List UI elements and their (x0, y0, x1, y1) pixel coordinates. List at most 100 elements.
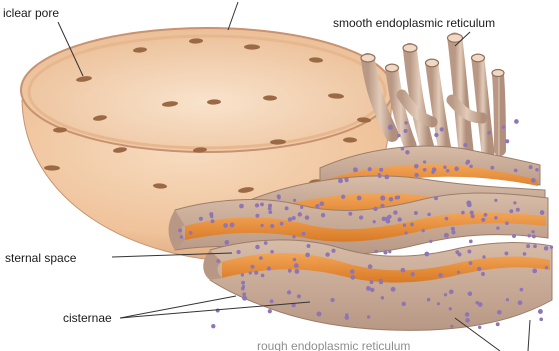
ribosome (210, 215, 213, 218)
ribosome (449, 289, 454, 294)
ribosome (504, 251, 508, 255)
ribosome (315, 204, 319, 208)
ribosome (317, 312, 322, 317)
ribosome (367, 315, 370, 318)
ribosome (467, 202, 472, 207)
ribosome (496, 226, 499, 229)
ribosome (241, 281, 245, 285)
ribosome (438, 273, 443, 278)
ribosome (531, 178, 536, 183)
ribosome (254, 271, 258, 275)
ribosome (470, 211, 474, 215)
ribosome (384, 175, 389, 180)
ribosome (424, 252, 429, 257)
ribosome (490, 166, 494, 170)
ribosome (538, 309, 543, 314)
ribosome (497, 310, 502, 315)
ribosome (446, 169, 450, 173)
ribosome (401, 302, 405, 306)
ribosome (359, 215, 363, 219)
label-smooth-er: smooth endoplasmic reticulum (333, 16, 495, 30)
ribosome (516, 208, 520, 212)
ribosome (414, 164, 419, 169)
ribosome (401, 268, 406, 273)
ribosome (386, 219, 391, 224)
ribosome (423, 160, 426, 163)
ribosome (533, 244, 537, 248)
ribosome (434, 196, 438, 200)
ribosome (478, 302, 483, 307)
ribosome (531, 230, 534, 233)
ribosome (297, 294, 301, 298)
ribosome (330, 298, 334, 302)
ribosome (454, 167, 459, 172)
ribosome (487, 131, 491, 135)
ribosome (382, 217, 387, 222)
ribosome (373, 220, 376, 223)
ribosome (532, 269, 537, 274)
ribosome (432, 167, 437, 172)
ribosome (463, 143, 467, 147)
ribosome (469, 240, 473, 244)
ribosome (338, 178, 343, 183)
ribosome (294, 263, 299, 268)
ribosome (374, 250, 377, 253)
ribosome (298, 212, 302, 216)
ribosome (514, 119, 519, 124)
ribosome (388, 125, 393, 130)
ribosome (494, 199, 497, 202)
ribosome (405, 150, 409, 154)
ribosome (449, 307, 452, 310)
ribosome (529, 165, 533, 169)
ribosome (451, 230, 455, 234)
ribosome (414, 211, 418, 215)
ribosome (397, 134, 400, 137)
ribosome (224, 240, 229, 245)
ribosome (393, 210, 397, 214)
label-cisternae: cisternae (63, 311, 112, 325)
ribosome (410, 223, 414, 227)
ribosome (345, 179, 349, 183)
label-cisternal-space: sternal space (5, 251, 77, 265)
ribosome (277, 196, 281, 200)
ribosome (288, 217, 292, 221)
ribosome (513, 201, 516, 204)
ribosome (535, 168, 539, 172)
ribosome (242, 292, 246, 296)
ribosome (300, 206, 303, 209)
ribosome (550, 246, 553, 249)
ribosome (457, 271, 460, 274)
ribosome (178, 228, 182, 232)
ribosome (288, 269, 292, 273)
ribosome (404, 121, 408, 125)
ribosome (395, 196, 399, 200)
ribosome (404, 129, 408, 133)
ribosome (292, 235, 295, 238)
ribosome (469, 261, 473, 265)
ribosome (389, 197, 394, 202)
ribosome (404, 231, 407, 234)
ribosome (270, 299, 274, 303)
ribosome (471, 214, 475, 218)
ribosome (189, 231, 193, 235)
ribosome (255, 214, 259, 218)
ribosome (505, 221, 509, 225)
ribosome (518, 300, 523, 305)
ribosome (261, 274, 265, 278)
ribosome (450, 325, 453, 328)
ribosome (306, 244, 310, 248)
label-rough-er: rough endoplasmic reticulum (257, 339, 410, 351)
ribosome (523, 252, 527, 256)
ribosome (437, 302, 440, 305)
ribosome (293, 199, 296, 202)
ribosome (321, 213, 325, 217)
ribosome (403, 224, 406, 227)
ribosome (422, 229, 425, 232)
ribosome (236, 250, 240, 254)
ribosome (348, 212, 352, 216)
ribosome (230, 222, 235, 227)
ribosome (505, 139, 509, 143)
ribosome (368, 264, 373, 269)
ribosome (380, 204, 384, 208)
